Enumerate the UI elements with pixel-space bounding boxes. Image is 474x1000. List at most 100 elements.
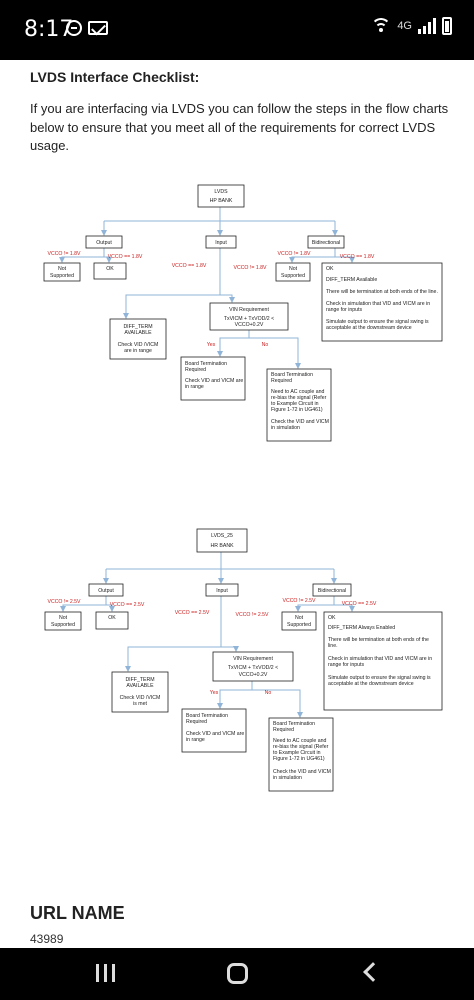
input-condition-right: VCCO != 2.5V <box>235 612 269 618</box>
board-no-line-2: Required <box>271 378 292 384</box>
bidir-ok-line-1: OK <box>328 615 336 621</box>
signal-strength-icon <box>418 18 436 34</box>
node-output-label: Output <box>96 240 112 246</box>
board-no-line-7: Check the VID and VICM <box>271 419 329 425</box>
node-bidir-ok-details <box>323 611 443 711</box>
node-output-not-supported <box>43 262 81 282</box>
board-yes-line-2: Required <box>186 719 207 725</box>
board-no-line-7: Check the VID and VICM <box>273 769 331 775</box>
home-icon[interactable] <box>227 963 248 984</box>
output-not-supported-line2: Supported <box>50 273 74 279</box>
status-system-icons: 4G <box>371 17 452 35</box>
output-ok-label: OK <box>106 266 114 272</box>
output-condition-right: VCCO == 1.8V <box>108 254 143 260</box>
flowchart-lvds-hp-bank-svg: LVDS HP BANK Output Input Bidirectional … <box>43 184 443 442</box>
bidir-ok-line-7: acceptable at the downstream device <box>326 325 412 331</box>
bidir-ok-line-6: range for inputs <box>328 662 364 668</box>
board-no-line-6: Figure 1-72 in UG461) <box>271 407 323 413</box>
bidir-condition-right: VCCO == 1.8V <box>340 254 375 260</box>
node-input <box>205 235 237 249</box>
node-lvds-root-label: LVDS <box>214 189 228 195</box>
board-no-line-3: Need to AC couple and <box>271 389 324 395</box>
board-yes-line-3: Check VID and VICM are <box>185 378 243 384</box>
node-bidirectional-label: Bidirectional <box>312 240 340 246</box>
vin-no-label: No <box>265 690 272 696</box>
board-yes-line-3: Check VID and VICM are <box>186 731 244 737</box>
bidir-ok-line-5: range for inputs <box>326 307 362 313</box>
node-diffterm-available <box>111 671 169 713</box>
board-no-line-1: Board Termination <box>271 372 313 378</box>
vin-no-label: No <box>262 342 269 348</box>
board-yes-line-1: Board Termination <box>186 713 228 719</box>
node-bidirectional <box>307 235 345 249</box>
vin-line-1: VIN Requirement <box>233 656 273 662</box>
node-bidir-not-supported <box>281 611 317 631</box>
bidir-ok-line-5: Check in simulation that VID and VICM ar… <box>328 656 432 662</box>
node-bidirectional <box>312 583 352 597</box>
bidir-ok-line-4: line. <box>328 643 338 649</box>
node-output-ok <box>95 611 129 630</box>
diffterm-line-3: Check VID /VICM <box>120 695 161 701</box>
node-lvds25-root <box>196 528 248 553</box>
node-board-termination-no <box>266 368 332 442</box>
diffterm-line-4: are in range <box>124 348 152 354</box>
node-input-label: Input <box>215 240 227 246</box>
node-bidir-ok-details <box>321 262 443 342</box>
mail-icon <box>88 21 108 35</box>
bidir-not-supported-line1: Not <box>295 615 304 621</box>
node-lvds25-root-label: LVDS_25 <box>211 533 233 539</box>
diffterm-line-2: AVAILABLE <box>124 330 152 336</box>
node-input <box>205 583 239 597</box>
url-name-value: 43989 <box>30 932 64 946</box>
node-output-not-supported <box>44 611 82 631</box>
board-no-line-1: Board Termination <box>273 721 315 727</box>
flowchart-lvds-hp-bank: LVDS HP BANK Output Input Bidirectional … <box>30 178 450 468</box>
vin-line-3: VCCO+0.2V <box>235 322 264 328</box>
input-condition-right: VCCO != 1.8V <box>233 265 267 271</box>
input-condition-left: VCCO == 1.8V <box>172 263 207 269</box>
bidir-ok-line-6: Simulate output to ensure the signal swi… <box>326 319 429 325</box>
status-time: 8:17 <box>24 17 74 42</box>
input-condition-left: VCCO == 2.5V <box>175 610 210 616</box>
node-output <box>88 583 124 597</box>
flowchart-lvds25-hr-bank: LVDS_25 HR BANK Output Input Bidirection… <box>30 525 450 817</box>
node-input-label: Input <box>216 588 228 594</box>
bidir-ok-line-1: OK <box>326 266 334 272</box>
navigation-bar <box>0 948 474 1000</box>
recent-apps-icon[interactable] <box>96 964 115 982</box>
do-not-disturb-icon <box>66 20 82 36</box>
node-vin-requirement <box>212 651 294 682</box>
board-no-line-5: to Example Circuit in <box>271 401 319 407</box>
output-ok-label: OK <box>108 615 116 621</box>
node-board-termination-no <box>268 717 334 792</box>
diffterm-line-4: is met <box>133 701 147 707</box>
wifi-icon <box>371 18 392 34</box>
diffterm-line-1: DIFF_TERM <box>123 324 152 330</box>
article-heading: LVDS Interface Checklist: <box>30 69 200 85</box>
vin-yes-label: Yes <box>207 342 216 348</box>
output-not-supported-line1: Not <box>59 615 68 621</box>
node-board-termination-yes <box>180 356 246 401</box>
bidir-ok-line-4: Check in simulation that VID and VICM ar… <box>326 301 430 307</box>
node-vin-requirement <box>209 302 289 331</box>
bidir-ok-line-7: Simulate output to ensure the signal swi… <box>328 675 431 681</box>
board-no-line-3: Need to AC couple and <box>273 738 326 744</box>
diffterm-line-2: AVAILABLE <box>126 683 154 689</box>
board-no-line-4: re-bias the signal (Refer <box>271 395 327 401</box>
bidir-ok-line-3: There will be termination at both ends o… <box>326 289 438 295</box>
node-bidir-not-supported <box>275 262 311 282</box>
node-lvds-root <box>197 184 245 208</box>
output-condition-left: VCCO != 1.8V <box>47 251 81 257</box>
vin-line-2: TxVICM + TxVOD/2 < <box>224 316 274 322</box>
bidir-ok-line-2: DIFF_TERM Available <box>326 277 377 283</box>
vin-line-1: VIN Requirement <box>229 307 269 313</box>
bidir-not-supported-line1: Not <box>289 266 298 272</box>
diffterm-line-1: DIFF_TERM <box>125 677 154 683</box>
node-output-ok <box>93 262 127 280</box>
node-diffterm-available <box>109 318 167 360</box>
board-no-line-8: in simulation <box>271 425 300 431</box>
board-no-line-2: Required <box>273 727 294 733</box>
vin-line-2: TxVICM + TxVOD/2 < <box>228 665 278 671</box>
output-not-supported-line1: Not <box>58 266 67 272</box>
back-icon[interactable] <box>363 962 383 982</box>
